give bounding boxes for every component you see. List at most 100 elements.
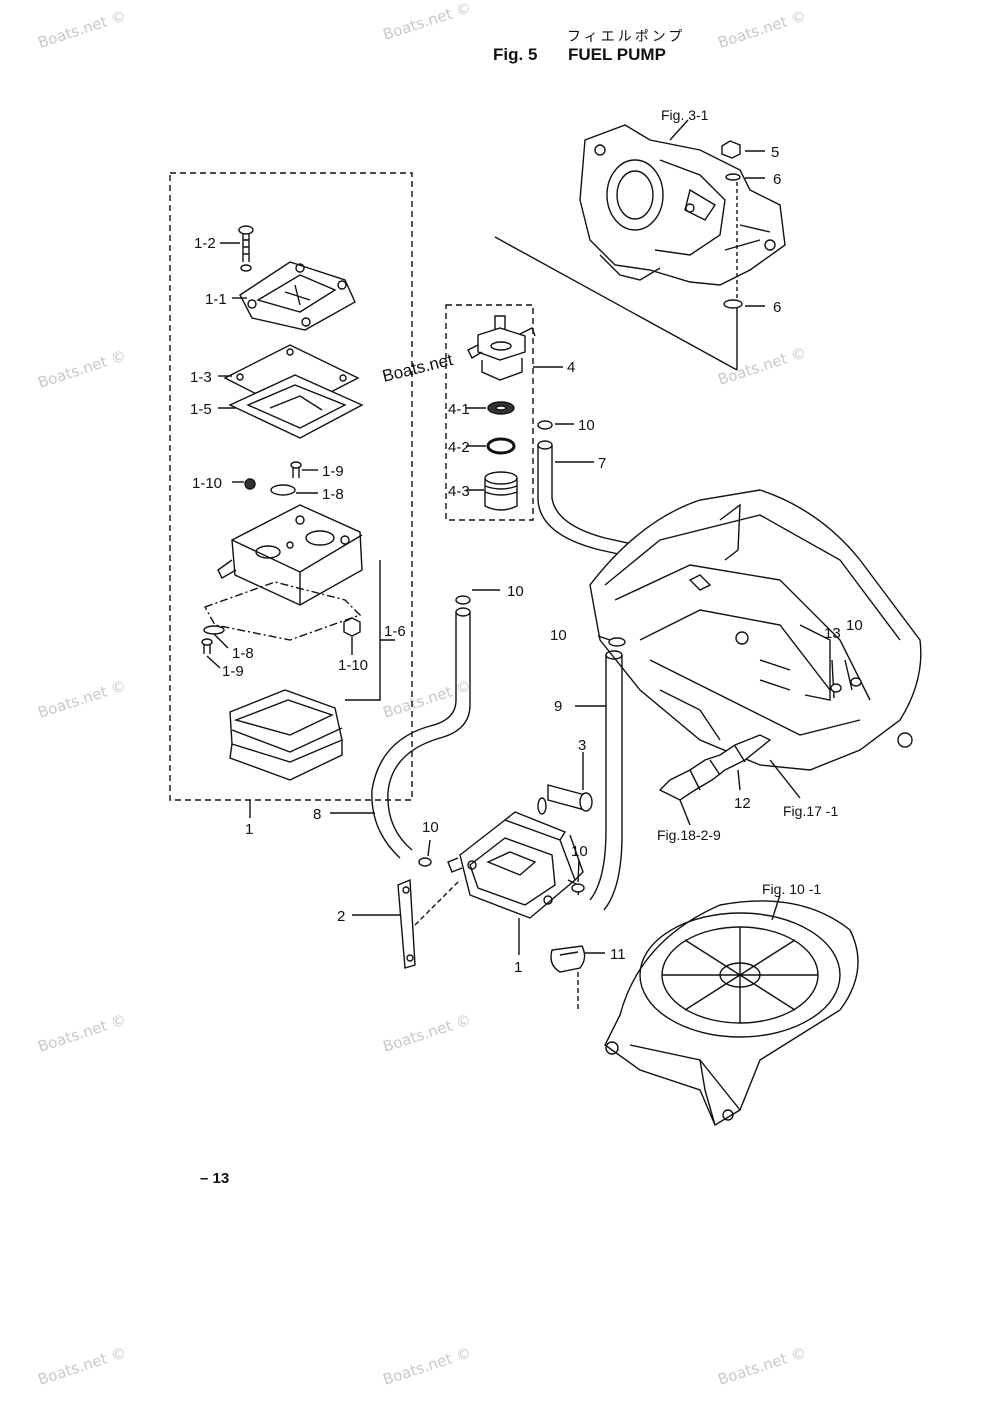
mounting-bolt-part [537, 784, 593, 815]
assembly-group-box [169, 172, 413, 801]
hose-clip-part [537, 420, 553, 430]
callout-8: 8 [313, 806, 321, 823]
o-ring-part [203, 625, 225, 635]
callout-4: 4 [567, 359, 575, 376]
callout-12: 12 [734, 795, 751, 812]
callout-2: 2 [337, 908, 345, 925]
leader-line [669, 119, 689, 141]
callout-1: 1 [245, 821, 253, 838]
watermark: Boats.net © [36, 1343, 129, 1388]
ref-fig-3-1: Fig. 3-1 [661, 107, 709, 123]
watermark: Boats.net © [716, 6, 809, 51]
callout-10: 10 [507, 583, 524, 600]
hose-clip-part [418, 857, 432, 867]
figure-title: FUEL PUMP [568, 45, 666, 64]
leader-line [427, 839, 431, 857]
callout-1-8: 1-8 [232, 645, 254, 662]
callout-1-9: 1-9 [322, 463, 344, 480]
housing-fig3-1 [579, 124, 786, 286]
watermark: Boats.net © [381, 1343, 474, 1388]
watermark: Boats.net © [381, 676, 474, 721]
callout-10: 10 [846, 617, 863, 634]
callout-4-3: 4-3 [448, 483, 470, 500]
pump-bottom-cover-part [229, 689, 343, 781]
callout-4-2: 4-2 [448, 439, 470, 456]
ref-fig-18-2-9: Fig.18-2-9 [657, 827, 721, 843]
screw-part [290, 461, 302, 478]
callout-10: 10 [571, 843, 588, 860]
leader-line [345, 560, 395, 701]
callout-7: 7 [598, 455, 606, 472]
callout-10: 10 [578, 417, 595, 434]
filter-o-ring-part [486, 437, 516, 455]
fuel-joint-part [658, 734, 772, 801]
lower-gasket-part [203, 581, 362, 641]
nut-part [244, 478, 256, 490]
hose-clamp-part [550, 945, 586, 973]
leader-line [213, 633, 229, 649]
callout-10: 10 [422, 819, 439, 836]
callout-1: 1 [514, 959, 522, 976]
callout-6: 6 [773, 171, 781, 188]
callout-3: 3 [578, 737, 586, 754]
bracket-plate-part [397, 878, 416, 969]
nut-part [721, 140, 741, 159]
inline-watermark: Boats.net [380, 350, 455, 386]
hose-clip-part [571, 883, 585, 893]
watermark: Boats.net © [36, 676, 129, 721]
hose-clip-part [455, 595, 471, 605]
callout-13: 13 [824, 625, 841, 642]
watermark: Boats.net © [36, 346, 129, 391]
leader-line [206, 655, 221, 669]
ref-fig-10-1: Fig. 10 -1 [762, 881, 821, 897]
ref-fig-17-1: Fig.17 -1 [783, 803, 838, 819]
callout-6: 6 [773, 299, 781, 316]
callout-1-3: 1-3 [190, 369, 212, 386]
filter-cup-part [484, 471, 518, 511]
flywheel-cover-fig10-1 [604, 900, 859, 1127]
washer-part [725, 173, 741, 181]
callout-1-10: 1-10 [192, 475, 222, 492]
page-number: – 13 [200, 1170, 230, 1187]
callout-11: 11 [610, 946, 626, 963]
pump-body-part [217, 504, 363, 606]
hose-clip-part [608, 637, 626, 647]
watermark: Boats.net © [36, 6, 129, 51]
gasket-part [228, 374, 364, 439]
washer-part [723, 299, 743, 309]
fuel-filter-part [467, 315, 536, 381]
carburetor-housing-fig17-1 [589, 489, 922, 771]
fuel-pump-assembly-part [447, 811, 584, 919]
callout-10: 10 [550, 627, 567, 644]
callout-1-10: 1-10 [338, 657, 368, 674]
callout-1-9: 1-9 [222, 663, 244, 680]
fuel-hose-8 [371, 607, 471, 859]
callout-9: 9 [554, 698, 562, 715]
leader-line [769, 759, 801, 799]
clip-part [830, 683, 842, 693]
watermark: Boats.net © [36, 1010, 129, 1055]
watermark: Boats.net © [381, 0, 474, 44]
callout-1-6: 1-6 [384, 623, 406, 640]
callout-5: 5 [771, 144, 779, 161]
watermark: Boats.net © [716, 1343, 809, 1388]
leader-line [597, 635, 611, 641]
screw-part [201, 638, 213, 654]
callout-1-8: 1-8 [322, 486, 344, 503]
clip-part [850, 677, 862, 687]
callout-4-1: 4-1 [448, 401, 470, 418]
nut-part [343, 617, 361, 637]
leader-line [494, 236, 738, 371]
watermark: Boats.net © [381, 1010, 474, 1055]
callout-1-5: 1-5 [190, 401, 212, 418]
bolt-part [238, 225, 254, 272]
o-ring-part [270, 484, 296, 496]
alignment-line [414, 879, 461, 926]
leader-line [679, 799, 691, 826]
filter-group-box [445, 304, 534, 521]
fuel-hose-9 [589, 650, 623, 911]
figure-number: Fig. 5 [493, 45, 538, 64]
leader-line [771, 894, 781, 921]
japanese-title: フィエルポンプ [567, 28, 686, 44]
